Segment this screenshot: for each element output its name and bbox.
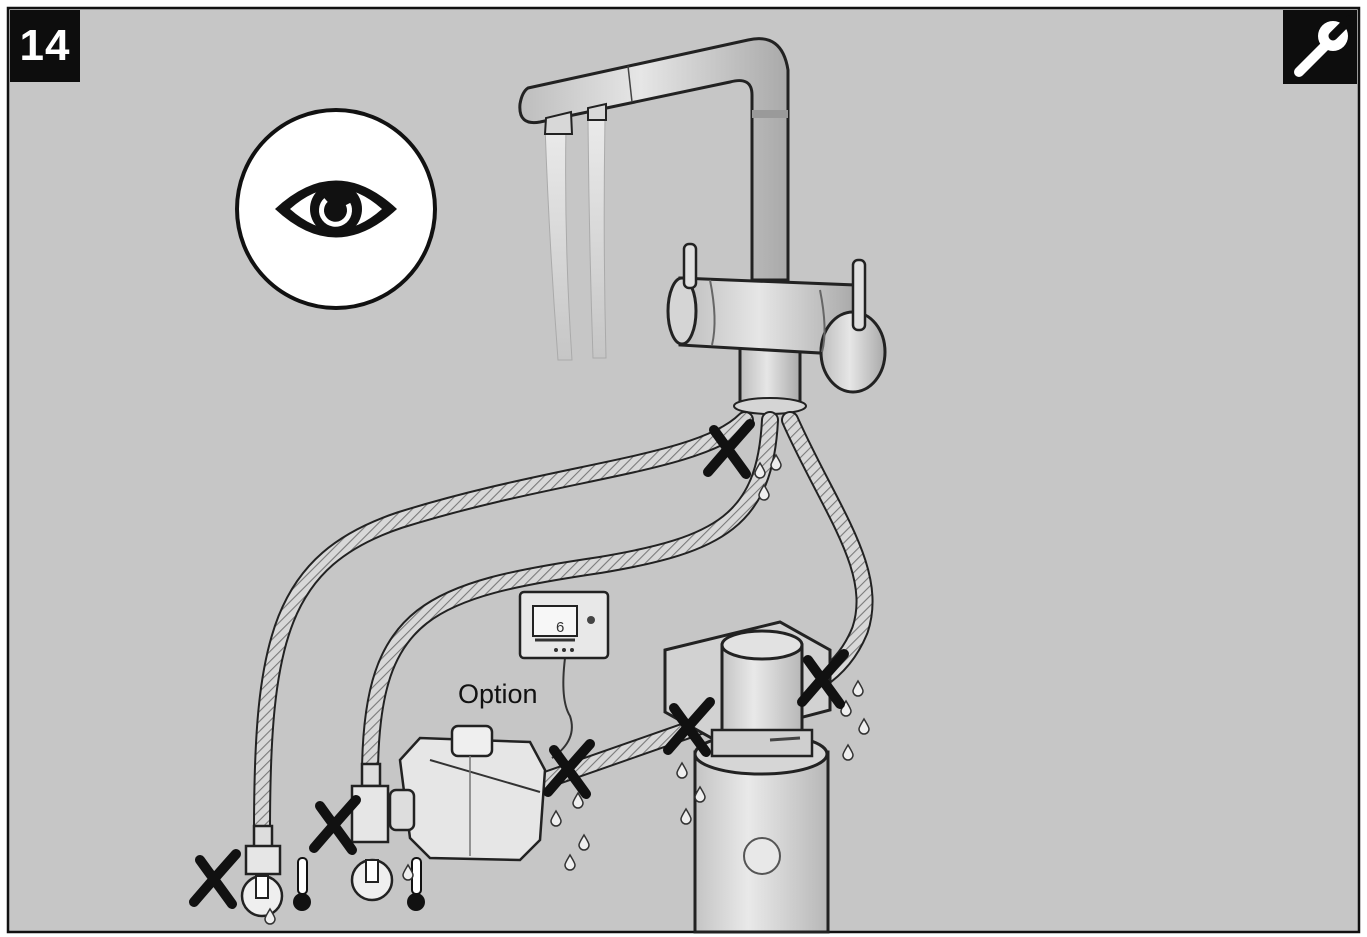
flow-valve	[388, 724, 547, 862]
step-number-badge: 14	[10, 10, 80, 82]
thermometer-icon-left	[293, 857, 311, 911]
kitchen-faucet	[518, 37, 887, 415]
water-streams	[544, 117, 607, 361]
option-label: Option	[458, 679, 538, 709]
wrench-icon	[1283, 10, 1357, 84]
angle-valve-left	[240, 824, 284, 918]
optional-monitor-unit	[518, 590, 610, 759]
panel-background	[6, 6, 1361, 934]
inspection-eye-icon	[235, 108, 437, 310]
monitor-display-value: 6	[556, 619, 565, 636]
angle-valve-right	[350, 762, 394, 902]
